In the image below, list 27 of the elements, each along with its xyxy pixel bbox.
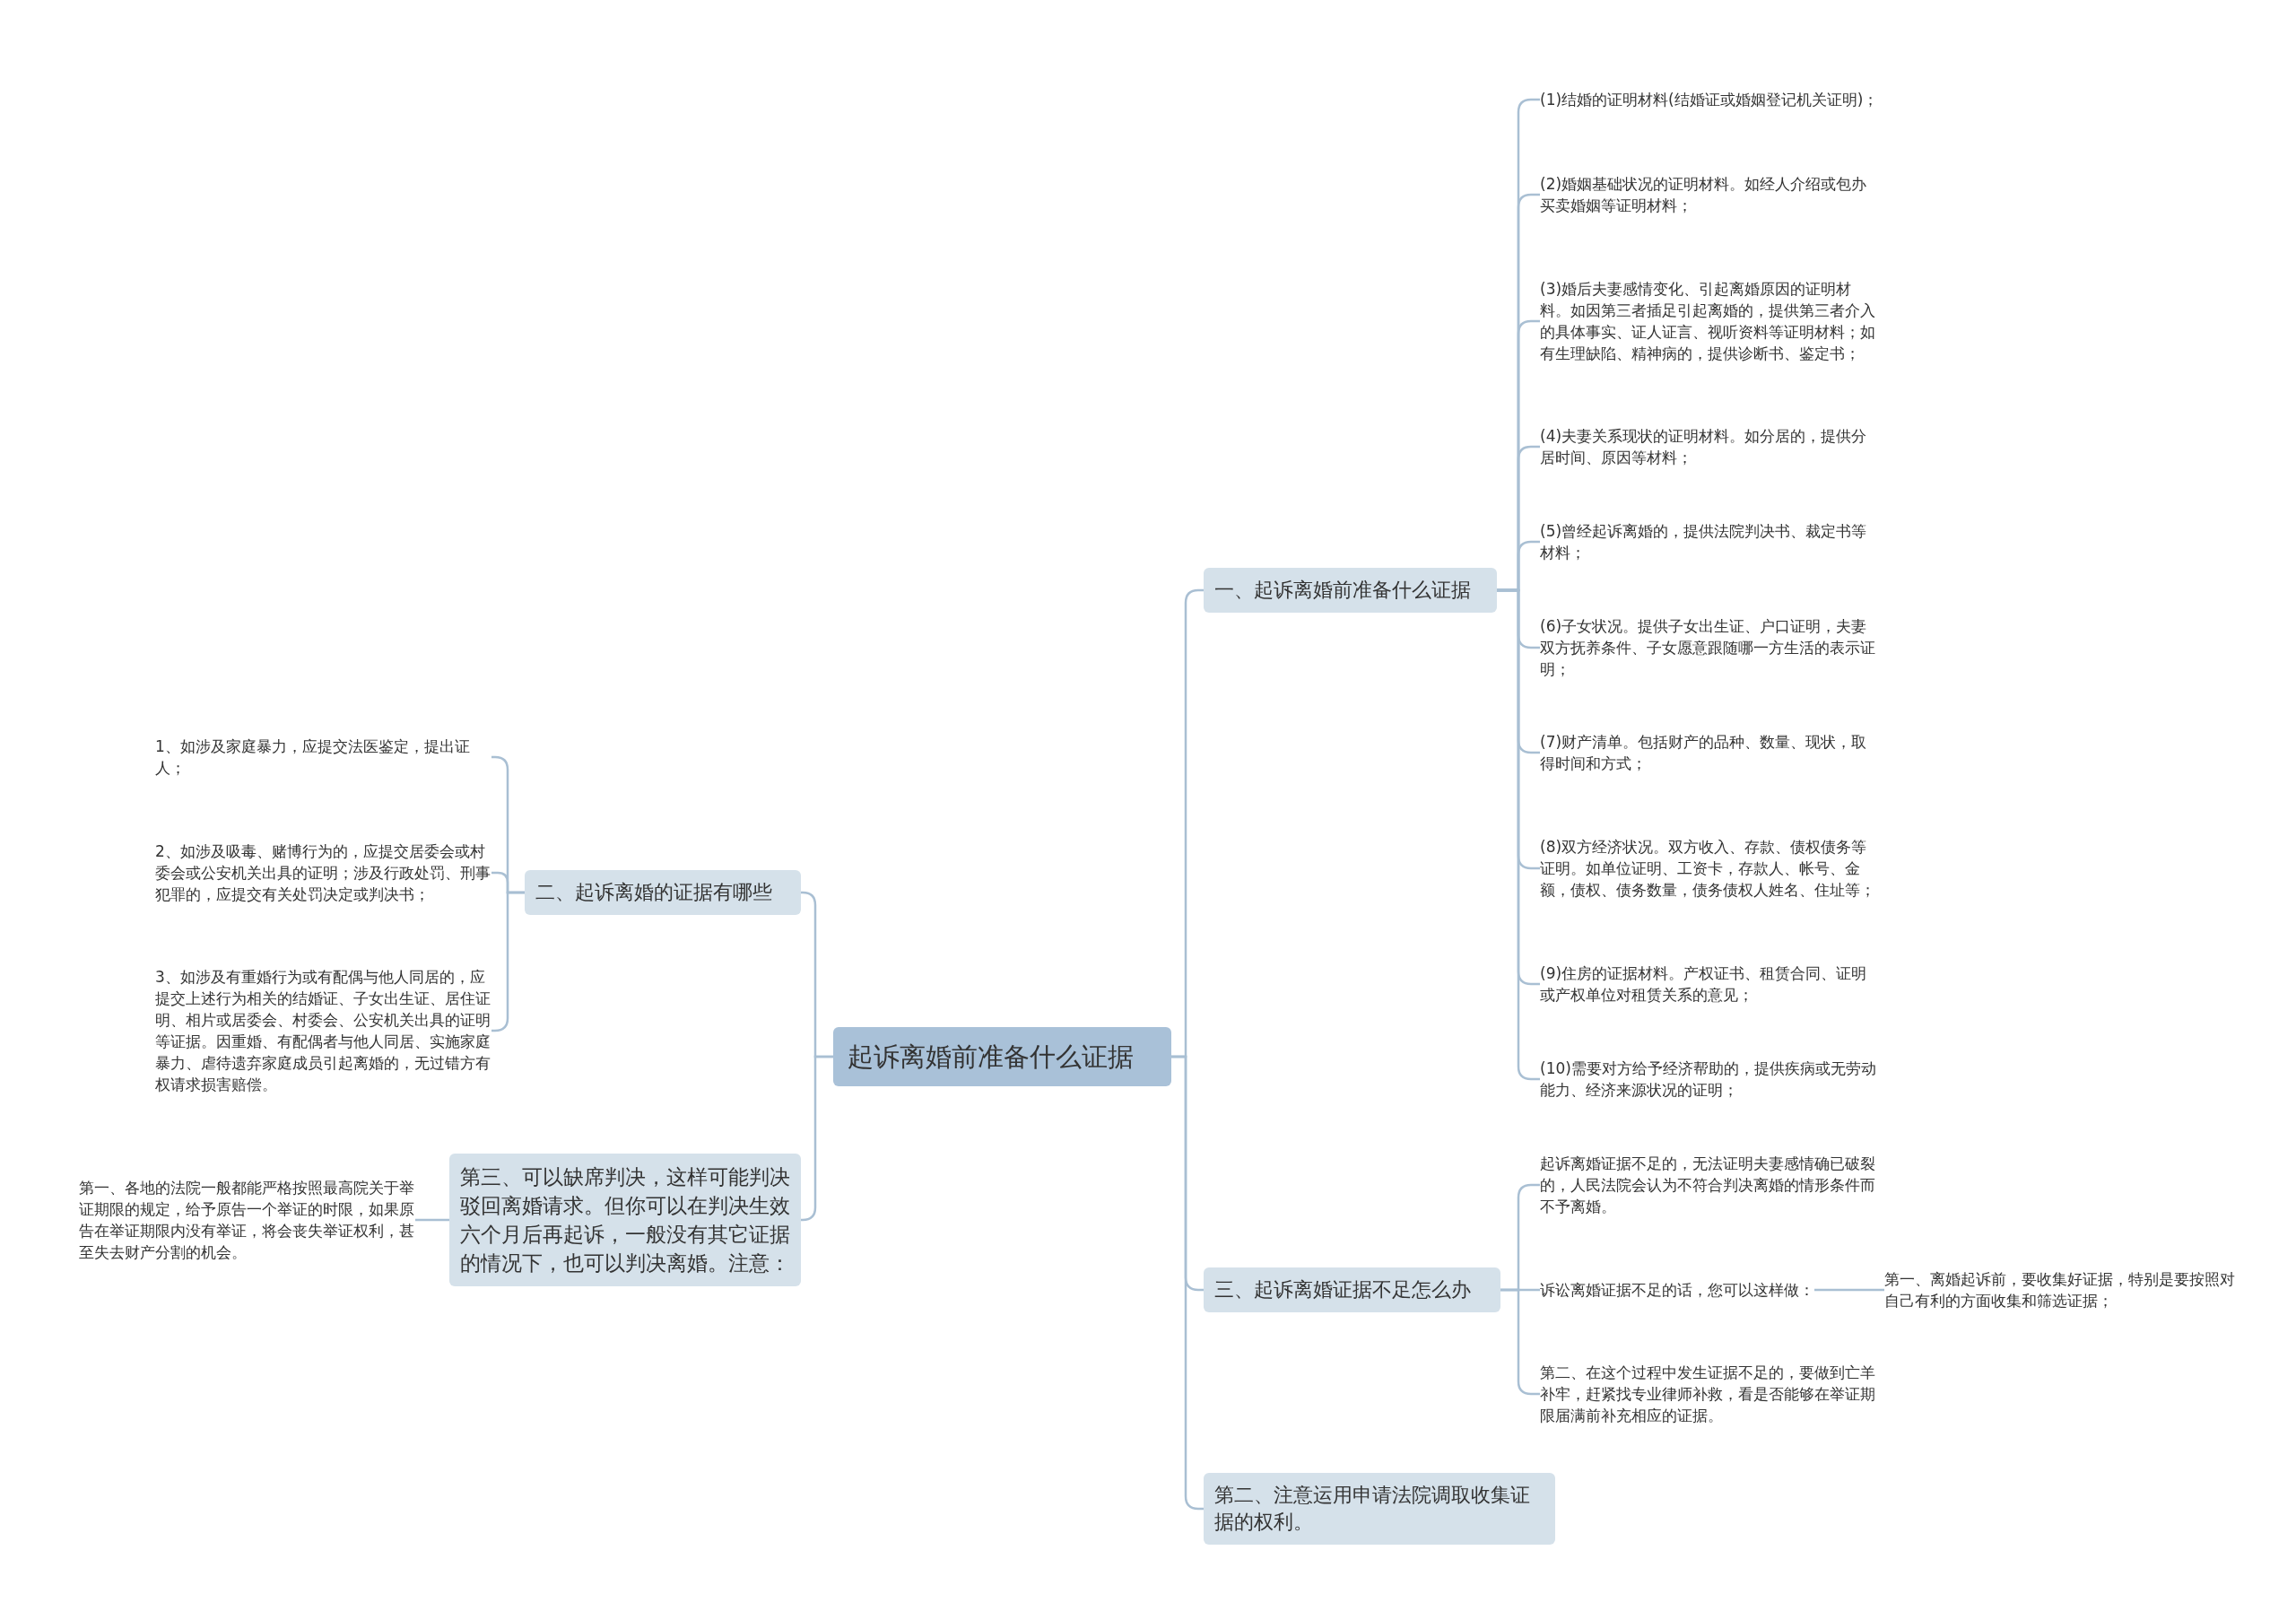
- topic-text: (1)结婚的证明材料(结婚证或婚姻登记机关证明)；: [1540, 89, 1881, 110]
- topic-text: 1、如涉及家庭暴力，应提交法医鉴定，提出证人；: [155, 736, 491, 779]
- topic-text: 第二、在这个过程中发生证据不足的，要做到亡羊补牢，赶紧找专业律师补救，看是否能够在举证期限届满前补充相应的证据。: [1540, 1362, 1881, 1426]
- topic-text: 起诉离婚证据不足的，无法证明夫妻感情确已破裂的，人民法院会认为不符合判决离婚的情形条件而不予离婚。: [1540, 1153, 1881, 1217]
- topic-text: (3)婚后夫妻感情变化、引起离婚原因的证明材料。如因第三者插足引起离婚的，提供第三者介入的具体事实、证人证言、视听资料等证明材料；如有生理缺陷、精神病的，提供诊断书、鉴定书；: [1540, 278, 1881, 364]
- branch-topic: 第三、可以缺席判决，这样可能判决驳回离婚请求。但你可以在判决生效六个月后再起诉，一般没有其它证据的情况下，也可以判决离婚。注意：: [449, 1154, 801, 1286]
- topic-text: 第一、各地的法院一般都能严格按照最高院关于举证期限的规定，给予原告一个举证的时限，如果原告在举证期限内没有举证，将会丧失举证权利，甚至失去财产分割的机会。: [79, 1177, 415, 1263]
- topic-text: 2、如涉及吸毒、赌博行为的，应提交居委会或村委会或公安机关出具的证明；涉及行政处罚、刑事犯罪的，应提交有关处罚决定或判决书；: [155, 840, 491, 905]
- branch-topic: 三、起诉离婚证据不足怎么办: [1204, 1267, 1500, 1312]
- topic-text: 诉讼离婚证据不足的话，您可以这样做：: [1540, 1279, 1814, 1301]
- topic-text: (7)财产清单。包括财产的品种、数量、现状，取得时间和方式；: [1540, 731, 1881, 774]
- topic-text: 第一、离婚起诉前，要收集好证据，特别是要按照对自己有利的方面收集和筛选证据；: [1884, 1268, 2243, 1311]
- central-topic: 起诉离婚前准备什么证据: [833, 1027, 1171, 1086]
- branch-topic: 二、起诉离婚的证据有哪些: [525, 870, 801, 915]
- topic-text: (10)需要对方给予经济帮助的，提供疾病或无劳动能力、经济来源状况的证明；: [1540, 1058, 1881, 1101]
- topic-text: (5)曾经起诉离婚的，提供法院判决书、裁定书等材料；: [1540, 520, 1881, 563]
- topic-text: (4)夫妻关系现状的证明材料。如分居的，提供分居时间、原因等材料；: [1540, 425, 1881, 468]
- branch-topic: 一、起诉离婚前准备什么证据: [1204, 568, 1497, 613]
- connector-line: [413, 1218, 449, 1222]
- connector-line: [801, 1055, 833, 1222]
- topic-text: (8)双方经济状况。双方收入、存款、债权债务等证明。如单位证明、工资卡，存款人、帐号、金额，债权、债务数量，债务债权人姓名、住址等；: [1540, 836, 1881, 901]
- topic-text: (2)婚姻基础状况的证明材料。如经人介绍或包办买卖婚姻等证明材料；: [1540, 173, 1881, 216]
- topic-text: (6)子女状况。提供子女出生证、户口证明，夫妻双方抚养条件、子女愿意跟随哪一方生活的表示证明；: [1540, 615, 1881, 680]
- topic-text: 3、如涉及有重婚行为或有配偶与他人同居的，应提交上述行为相关的结婚证、子女出生证、居住证明、相片或居委会、村委会、公安机关出具的证明等证据。因重婚、有配偶者与他人同居、实施家庭暴力、虐待遗弃家庭成员引起离婚的，无过错方有权请求损害赔偿。: [155, 966, 491, 1095]
- connector-line: [1814, 1288, 1886, 1292]
- branch-topic: 第二、注意运用申请法院调取收集证据的权利。: [1204, 1473, 1555, 1545]
- topic-text: (9)住房的证据材料。产权证书、租赁合同、证明或产权单位对租赁关系的意见；: [1540, 962, 1881, 1006]
